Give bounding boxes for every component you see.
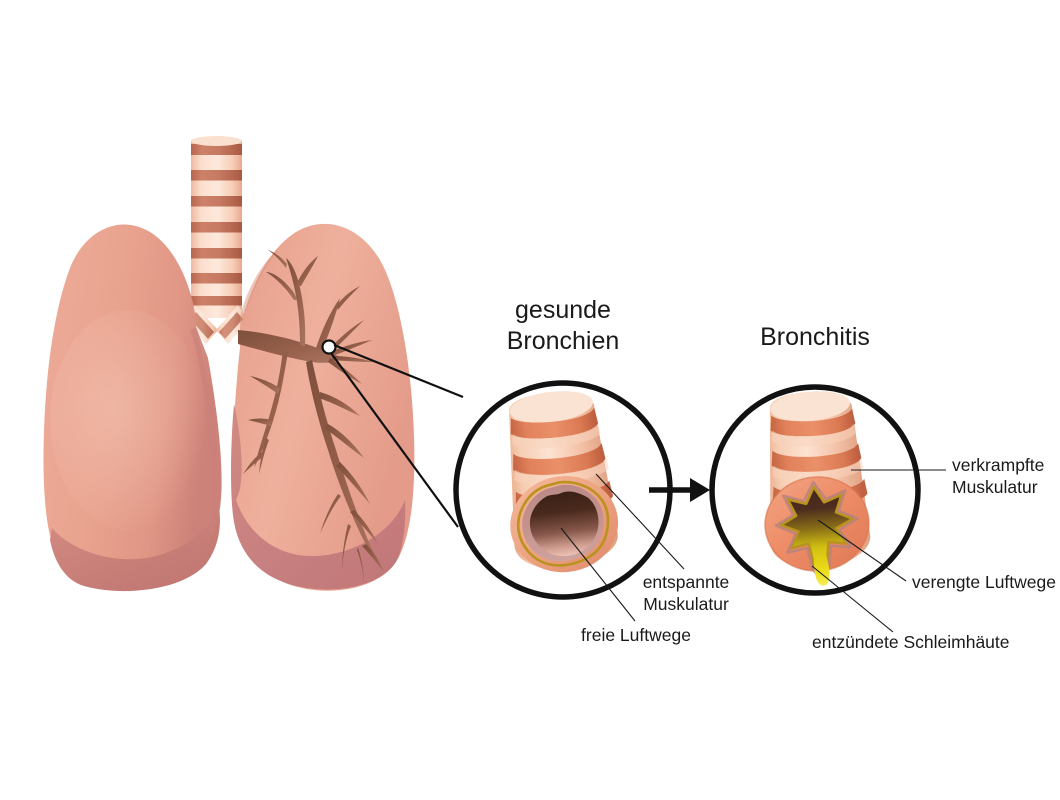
healthy-bronchus [509, 391, 619, 573]
label-relaxed-muscle-line1: entspannte [643, 572, 730, 592]
transition-arrow-icon [649, 478, 710, 502]
label-cramped-muscle-line2: Muskulatur [952, 477, 1038, 497]
trachea [186, 136, 248, 344]
magnifier-line-bottom [330, 352, 459, 528]
title-healthy-line1: gesunde [515, 296, 611, 324]
label-narrowed-airways: verengte Luftwege [912, 572, 1056, 592]
bronchitis-bronchus-circle [709, 384, 921, 596]
lung-anatomy-group [43, 136, 415, 592]
label-cramped-muscle-line1: verkrampfte [952, 455, 1044, 475]
bronchial-tree [238, 250, 384, 584]
right-lung [231, 223, 415, 591]
magnifier-marker-icon [321, 339, 337, 355]
leader-inflamed-mucosa [811, 565, 894, 633]
label-free-airways: freie Luftwege [581, 625, 691, 645]
magnifier-line-top [333, 343, 464, 399]
bronchitis-bronchus [764, 391, 871, 586]
trachea-rings [191, 144, 242, 306]
leader-narrowed-airways [817, 519, 907, 582]
label-inflamed-mucosa: entzündete Schleimhäute [812, 632, 1010, 652]
left-lung [43, 224, 222, 592]
title-healthy-line2: Bronchien [507, 327, 620, 355]
label-relaxed-muscle-line2: Muskulatur [643, 594, 729, 614]
leader-relaxed-muscle [595, 473, 685, 570]
leader-free-airways [560, 527, 636, 622]
title-diseased: Bronchitis [760, 323, 870, 351]
